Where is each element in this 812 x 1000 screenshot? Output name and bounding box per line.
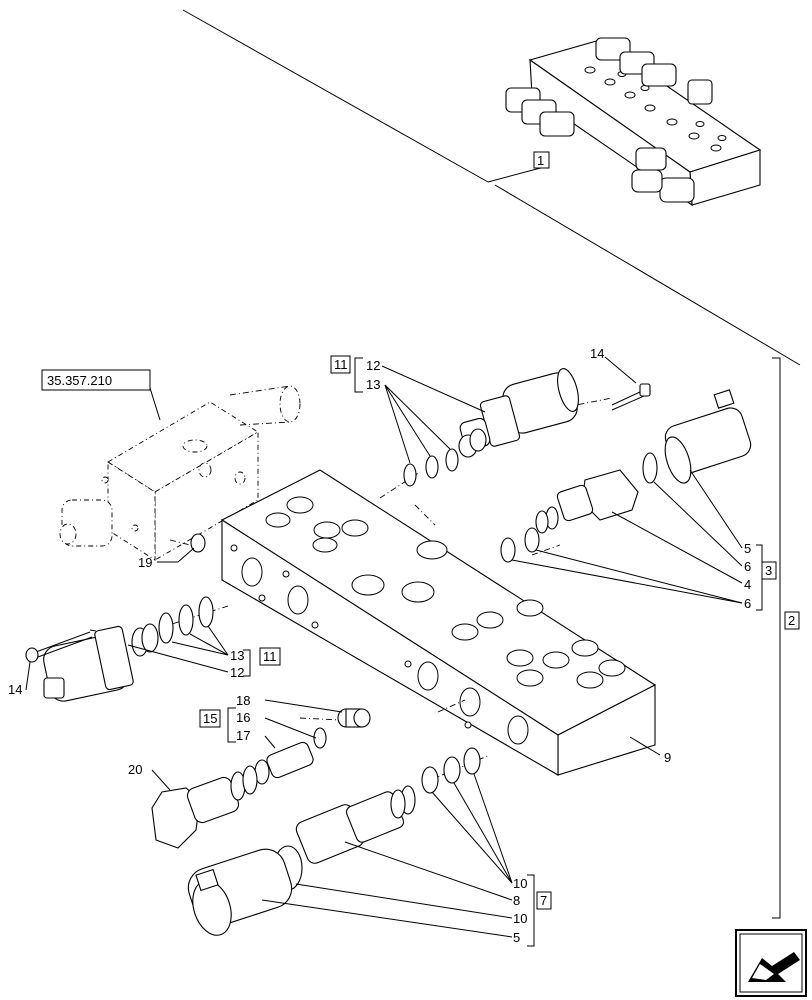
callout-12-upper: 12 [366,358,380,373]
callout-17: 17 [236,728,250,743]
group-box-11-upper: 11 [330,355,351,374]
valve-body-side-ports [230,544,529,745]
group-box-1: 1 [533,151,550,169]
group-box-3: 3 [761,561,777,580]
sleeve-18 [337,708,371,728]
callout-18: 18 [236,693,250,708]
left-solenoid-coil [43,623,159,702]
plug-17 [254,741,314,785]
callout-16: 16 [236,710,250,725]
thumbnail-solenoids [505,37,713,203]
ring-19 [190,533,206,553]
callout-numbers: 12 13 14 5 6 4 6 19 13 12 14 18 16 17 20… [8,346,751,945]
callout-10-a: 10 [513,876,527,891]
right-seals [500,452,658,563]
right-coil [664,389,752,484]
callout-19: 19 [138,555,152,570]
callout-4: 4 [744,577,751,592]
upper-screw [611,383,651,411]
seal-16 [313,727,327,749]
lower-coil [187,848,293,936]
reference-block-phantom [59,385,301,561]
group-box-7: 7 [536,891,552,910]
callout-5-upper: 5 [744,541,751,556]
upper-solenoid-seals [403,448,459,487]
callout-9: 9 [664,750,671,765]
thumbnail-holes [584,66,727,152]
svg-text:1: 1 [537,153,544,168]
callout-10-b: 10 [513,911,527,926]
svg-text:3: 3 [765,563,772,578]
svg-text:35.357.210: 35.357.210 [47,373,112,388]
callout-8: 8 [513,893,520,908]
callout-5-lower: 5 [513,930,520,945]
plug-20 [151,765,258,849]
callout-20: 20 [128,762,142,777]
leader-lines [25,356,743,938]
assembly-reference-lines [182,9,801,366]
lower-cartridge [295,785,416,864]
callout-6-a: 6 [744,559,751,574]
left-screw [25,631,93,663]
callout-12-lower: 12 [230,665,244,680]
valve-body-top-ports [265,496,626,689]
svg-text:7: 7 [540,893,547,908]
callout-14-lower: 14 [8,682,22,697]
right-cartridge [535,469,639,534]
callout-13-lower: 13 [230,648,244,663]
assembled-valve-thumbnail [505,37,762,207]
group-box-15: 15 [199,709,221,728]
group-box-2: 2 [784,611,800,630]
left-solenoid-seals [158,596,214,644]
svg-text:11: 11 [263,649,277,664]
callout-6-b: 6 [744,596,751,611]
upper-solenoid-coil [458,368,579,458]
group-box-11-lower: 11 [259,647,281,666]
svg-text:2: 2 [788,613,795,628]
svg-text:15: 15 [203,711,217,726]
svg-text:11: 11 [334,357,348,372]
next-page-arrow-icon[interactable] [735,929,807,997]
valve-body-block [220,469,657,776]
callout-13-upper: 13 [366,377,380,392]
callout-14-upper: 14 [590,346,604,361]
reference-code-box: 35.357.210 [41,369,161,421]
